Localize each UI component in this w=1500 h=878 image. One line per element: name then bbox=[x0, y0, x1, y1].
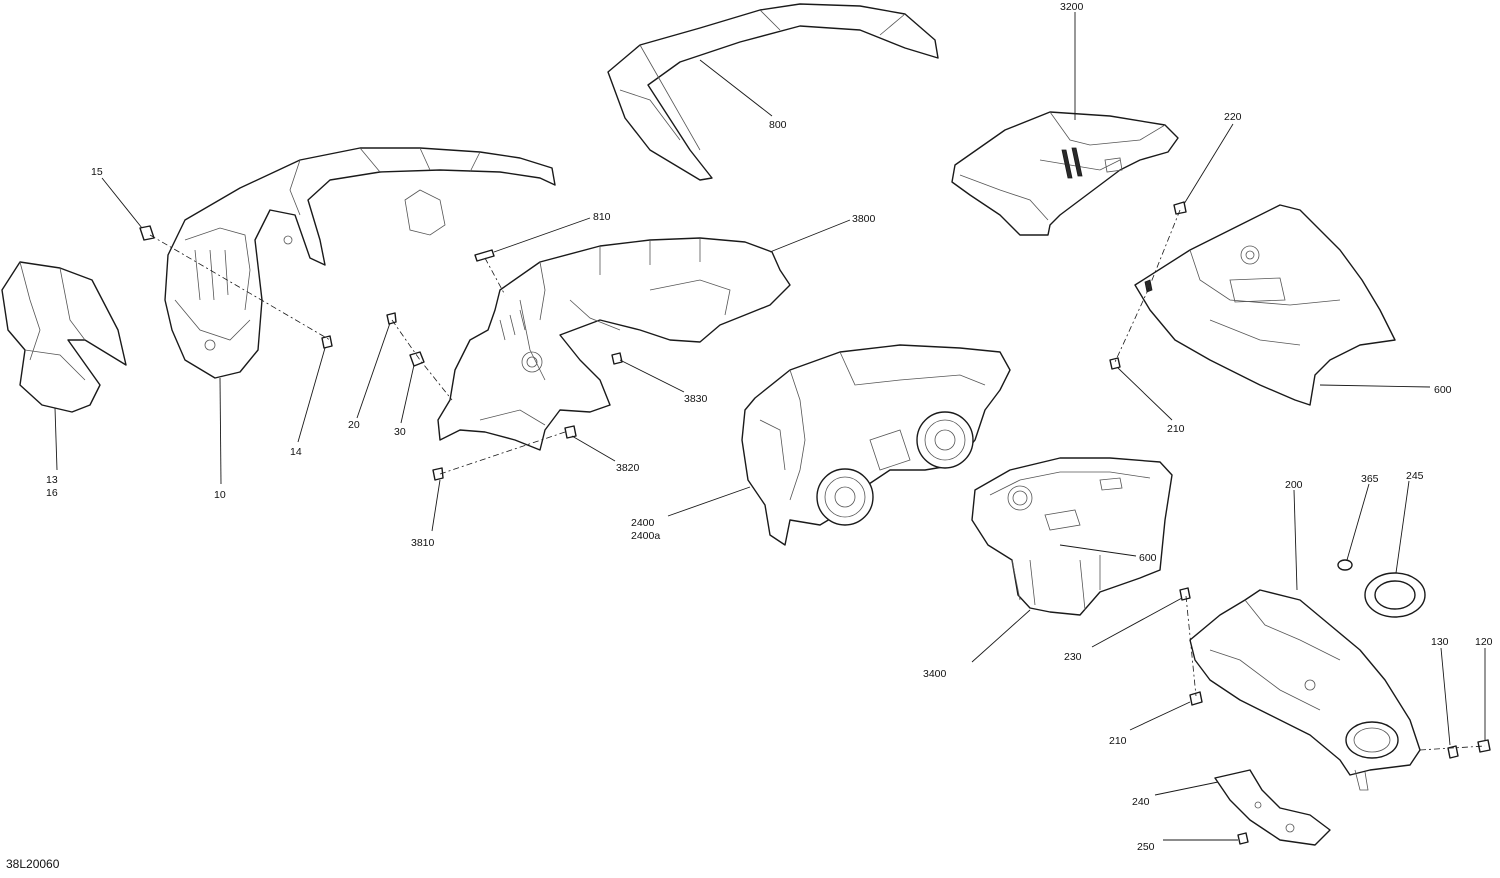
callout-600-upper: 600 bbox=[1434, 384, 1452, 396]
callout-210-upper: 210 bbox=[1167, 423, 1185, 435]
fastener-3830 bbox=[611, 352, 623, 365]
callout-210-lower: 210 bbox=[1109, 735, 1127, 747]
callout-120: 120 bbox=[1475, 636, 1493, 648]
fastener-30 bbox=[409, 351, 425, 367]
part-2400-headlight-assembly bbox=[741, 344, 1011, 546]
callout-3810: 3810 bbox=[411, 537, 435, 549]
callout-3800: 3800 bbox=[852, 213, 876, 225]
callout-20: 20 bbox=[348, 419, 360, 431]
fastener-130 bbox=[1447, 745, 1459, 759]
callout-245: 245 bbox=[1406, 470, 1424, 482]
callout-3400: 3400 bbox=[923, 668, 947, 680]
fastener-120 bbox=[1477, 739, 1491, 753]
callout-250: 250 bbox=[1137, 841, 1155, 853]
fastener-3810 bbox=[432, 467, 444, 481]
callout-130: 130 bbox=[1431, 636, 1449, 648]
part-245-gasket-ring bbox=[1364, 572, 1426, 618]
leader-lines bbox=[54, 12, 1486, 841]
fastener-3820 bbox=[564, 425, 577, 439]
callout-220: 220 bbox=[1224, 111, 1242, 123]
fastener-230 bbox=[1179, 587, 1191, 601]
callout-800: 800 bbox=[769, 119, 787, 131]
callout-3820: 3820 bbox=[616, 462, 640, 474]
fastener-210a bbox=[1109, 357, 1121, 370]
part-3800-instrument-support bbox=[437, 237, 791, 451]
callout-2400: 2400 bbox=[631, 517, 655, 529]
part-10-front-fascia bbox=[164, 147, 556, 379]
part-600-dash-panel bbox=[1134, 204, 1396, 406]
fastener-210b bbox=[1189, 691, 1203, 706]
callout-2400a: 2400a bbox=[631, 530, 660, 542]
callout-labels: 3200 800 220 15 810 3800 600 3830 20 30 … bbox=[46, 1, 1493, 853]
hardware-fasteners bbox=[139, 201, 1491, 845]
fastener-14 bbox=[321, 335, 333, 349]
part-3200-top-panel bbox=[951, 111, 1179, 236]
callout-10: 10 bbox=[214, 489, 226, 501]
fastener-15 bbox=[139, 225, 155, 241]
callout-13: 13 bbox=[46, 474, 58, 486]
callout-240: 240 bbox=[1132, 796, 1150, 808]
part-200-lower-console bbox=[1189, 589, 1421, 791]
callout-3200: 3200 bbox=[1060, 1, 1084, 13]
callout-230: 230 bbox=[1064, 651, 1082, 663]
callout-810: 810 bbox=[593, 211, 611, 223]
fastener-20 bbox=[386, 312, 397, 325]
callout-16: 16 bbox=[46, 487, 58, 499]
part-800-upper-cover bbox=[607, 3, 939, 181]
part-3400-storage-bin bbox=[971, 457, 1173, 616]
callout-3830: 3830 bbox=[684, 393, 708, 405]
drawing-code: 38L20060 bbox=[6, 857, 60, 871]
callout-30: 30 bbox=[394, 426, 406, 438]
callout-15: 15 bbox=[91, 166, 103, 178]
fastener-220 bbox=[1173, 201, 1187, 215]
fastener-250 bbox=[1237, 832, 1249, 845]
fastener-365 bbox=[1337, 559, 1353, 571]
callout-600-lower: 600 bbox=[1139, 552, 1157, 564]
fastener-810 bbox=[474, 249, 495, 262]
part-13-16-side-deflector bbox=[1, 261, 127, 413]
callout-365: 365 bbox=[1361, 473, 1379, 485]
callout-14: 14 bbox=[290, 446, 302, 458]
part-240-bracket-plate bbox=[1214, 769, 1331, 846]
assembly-lines bbox=[149, 209, 1486, 751]
callout-200: 200 bbox=[1285, 479, 1303, 491]
